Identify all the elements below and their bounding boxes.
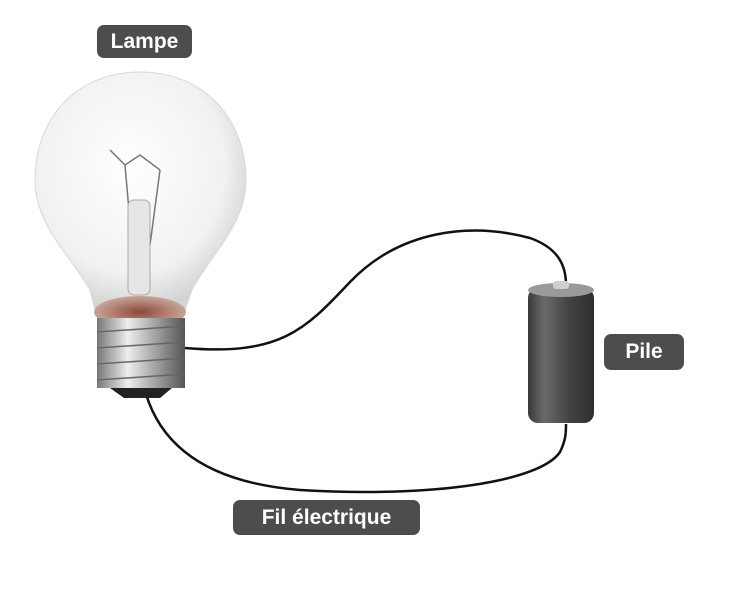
lamp-label: Lampe xyxy=(97,25,192,58)
wire-label: Fil électrique xyxy=(233,500,420,535)
wire-top xyxy=(184,229,568,351)
light-bulb xyxy=(34,71,247,398)
battery-label: Pile xyxy=(604,334,684,370)
battery xyxy=(528,281,594,423)
wire-bottom xyxy=(144,393,568,494)
